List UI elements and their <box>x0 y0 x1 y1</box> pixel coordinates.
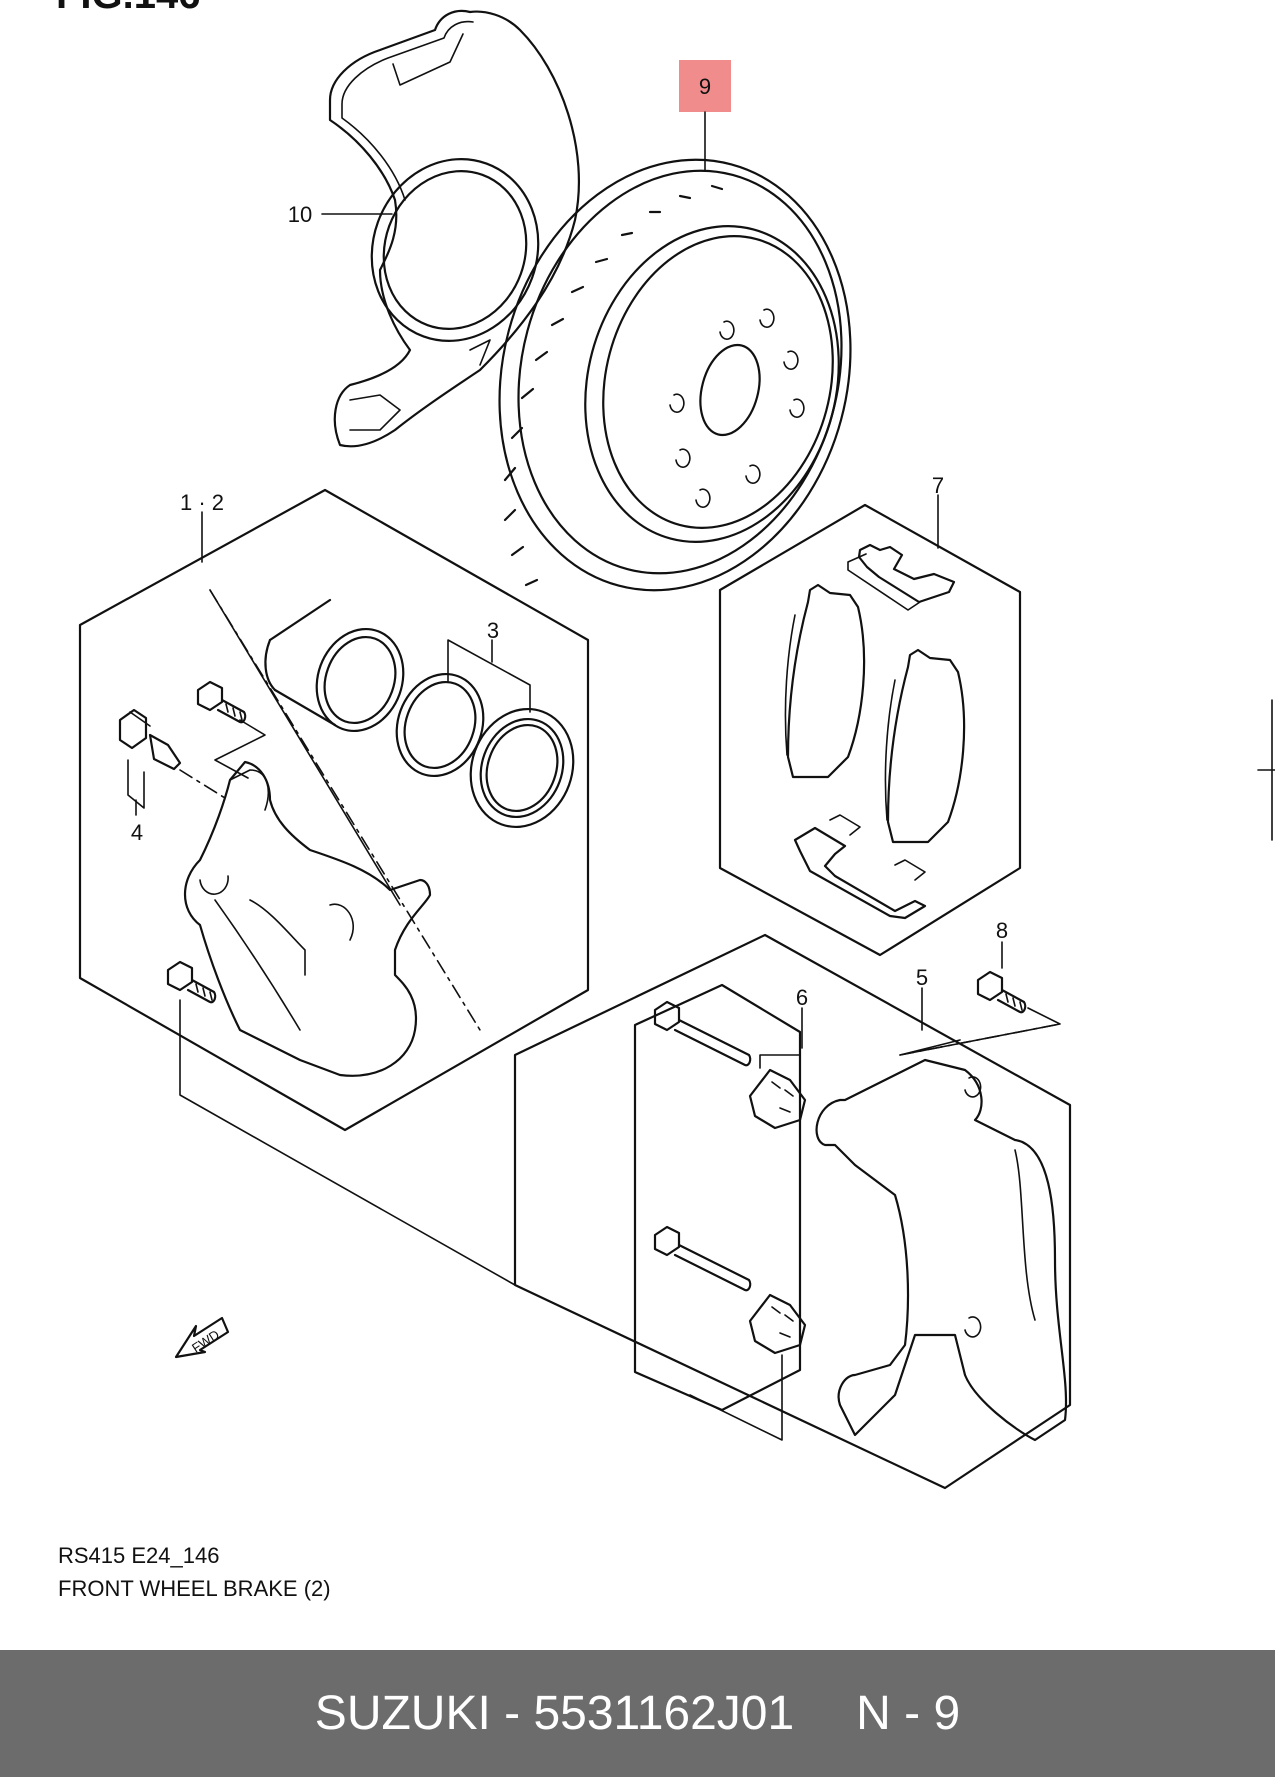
caliper-carrier-box <box>513 933 1072 1490</box>
caliper-piston-part <box>264 598 405 733</box>
highlight-marker <box>679 60 731 112</box>
slide-pin-bottom <box>653 1225 752 1292</box>
caliper-bolt-bottom <box>166 960 217 1004</box>
pin-boot-top <box>748 1068 807 1130</box>
callout-9: 9 <box>699 74 711 99</box>
piston-boot-part <box>469 707 575 829</box>
carrier-bolt-part <box>976 970 1027 1014</box>
bleeder-screw-part <box>118 708 182 771</box>
brake-disc-part <box>498 158 852 592</box>
callout-6: 6 <box>796 985 808 1010</box>
callout-8: 8 <box>996 918 1008 943</box>
callout-7: 7 <box>932 473 944 498</box>
callout-10: 10 <box>288 202 312 227</box>
footer-part-number: SUZUKI - 5531162J01 <box>314 1687 795 1740</box>
caliper-body-part <box>183 760 432 1077</box>
callout-5: 5 <box>916 965 928 990</box>
brake-pad-box <box>718 503 1022 957</box>
caliper-bolt-top <box>196 680 247 724</box>
diagram-code: RS415 E24_146 <box>58 1543 220 1568</box>
callout-4: 4 <box>131 820 143 845</box>
slide-pin-top <box>653 1000 752 1067</box>
pad-shim-top <box>847 543 956 611</box>
figure-heading: FIG.146 <box>56 0 201 17</box>
callout-1-2: 1 · 2 <box>180 490 224 515</box>
pin-boot-bottom <box>748 1293 807 1355</box>
caliper-carrier-part <box>815 1058 1068 1442</box>
diagram-title: FRONT WHEEL BRAKE (2) <box>58 1576 331 1601</box>
brake-pad-left <box>784 583 866 779</box>
brake-pad-right <box>884 648 966 844</box>
pad-shim-bottom <box>793 814 927 920</box>
fwd-arrow-icon: FWD <box>174 1316 230 1359</box>
slide-pin-box <box>633 983 802 1412</box>
footer-reference: N - 9 <box>856 1687 961 1740</box>
dust-shield-part <box>328 9 580 448</box>
parts-diagram: FIG.146 10 9 <box>56 0 1275 1490</box>
part-number-footer: SUZUKI - 5531162J01 N - 9 <box>0 1650 1275 1777</box>
callout-3: 3 <box>487 618 499 643</box>
caliper-assembly-box <box>78 488 590 1132</box>
